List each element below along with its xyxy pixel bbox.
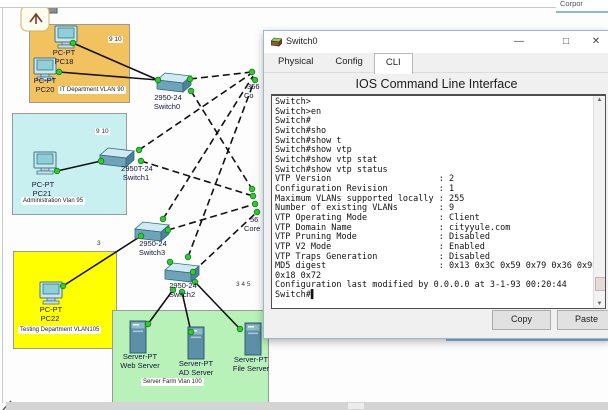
workspace-top-border: [0, 7, 556, 8]
port-label-admin: 9 10: [95, 128, 110, 135]
copy-button[interactable]: Copy: [492, 310, 551, 330]
ad-server-name: AD Server: [178, 368, 214, 377]
window-titlebar[interactable]: Switch0 — □ ✕: [264, 31, 608, 53]
web-server-name: Web Server: [120, 361, 160, 370]
port-label-testing: 3: [96, 240, 102, 247]
maximize-button[interactable]: □: [562, 36, 570, 47]
core-mid-model: 56: [250, 215, 259, 224]
pc21-icon[interactable]: [33, 151, 57, 175]
pc18-icon[interactable]: [54, 25, 78, 49]
trunk-links: [138, 71, 258, 273]
terminal-scrollbar-thumb[interactable]: [595, 277, 605, 291]
switch2-name: Switch2: [168, 290, 196, 299]
file-server-icon[interactable]: [244, 322, 262, 356]
background-window-edge-bottom: [446, 339, 608, 341]
port-label-it: 9 10: [108, 36, 123, 43]
switch1-model: 2950T-24: [121, 164, 153, 173]
switch0-model: 2950-24: [154, 93, 182, 102]
ad-server-model: Server-PT: [178, 359, 214, 368]
pc20-model: PC-PT: [33, 76, 57, 85]
tab-bar: Physical Config CLI: [264, 53, 608, 74]
tab-physical[interactable]: Physical: [278, 56, 314, 67]
terminal-output[interactable]: Switch> Switch>en Switch# Switch#sho Swi…: [275, 97, 598, 301]
tab-config[interactable]: Config: [335, 56, 363, 67]
scroll-down-icon[interactable]: ▼: [596, 301, 603, 307]
background-window-edge-top: [556, 11, 608, 13]
pc22-name: PC22: [40, 314, 60, 323]
switch2-model: 2950-24: [169, 281, 197, 290]
switch1-name: Switch1: [122, 173, 150, 182]
switch3-name: Switch3: [138, 248, 166, 257]
app-top-strip: [0, 0, 608, 8]
workspace-hscrollbar-thumb[interactable]: [348, 403, 364, 409]
pc21-model: PC-PT: [31, 180, 55, 189]
copper-links: [56, 42, 241, 333]
pc21-name: PC21: [32, 189, 52, 198]
pc22-model: PC-PT: [39, 305, 63, 314]
paste-button[interactable]: Paste: [557, 310, 608, 330]
pc22-icon[interactable]: [39, 281, 63, 305]
zone-admin-caption: Administration Vlan 95: [21, 197, 86, 205]
workspace-hscrollbar[interactable]: [6, 402, 608, 410]
pc20-name: PC20: [35, 85, 55, 94]
pc18-name: PC18: [54, 57, 74, 66]
port-label-switch2: 3 4 5: [235, 281, 252, 288]
core-top-name: Co: [244, 91, 254, 100]
switch3-model: 2950-24: [139, 239, 167, 248]
cli-heading: IOS Command Line Interface: [355, 77, 518, 91]
device-window-icon: [271, 37, 282, 47]
web-server-icon[interactable]: [129, 320, 147, 354]
minimize-button[interactable]: —: [514, 36, 524, 47]
zone-serverfarm-caption: Server Farm Vlan 100: [141, 378, 204, 386]
workspace-left-border: [2, 7, 3, 403]
pc18-model: PC-PT: [52, 48, 76, 57]
link-status-dots: [53, 39, 261, 336]
window-title: Switch0: [286, 36, 318, 46]
switch0-window: Switch0 — □ ✕ Physical Config CLI IOS Co…: [263, 30, 608, 339]
switch0-name: Switch0: [153, 102, 181, 111]
core-top-model: 356: [247, 82, 260, 91]
terminal[interactable]: Switch> Switch>en Switch# Switch#sho Swi…: [271, 94, 606, 309]
core-mid-name: Core: [244, 224, 261, 233]
pc20-icon[interactable]: [33, 57, 57, 81]
close-button[interactable]: ✕: [591, 36, 601, 47]
web-server-model: Server-PT: [122, 352, 158, 361]
file-server-model: Server-PT: [233, 355, 269, 364]
file-server-name: File Server: [232, 364, 270, 373]
scroll-up-icon[interactable]: ▲: [596, 97, 603, 103]
zone-testing-caption: Testing Department VLAN105: [18, 326, 102, 334]
zone-it-caption: IT Department VLAN 90: [58, 86, 126, 94]
terminal-scrollbar[interactable]: ▲ ▼: [593, 96, 605, 308]
tab-cli[interactable]: CLI: [373, 53, 413, 74]
app-titlebar-text: Corpor: [560, 0, 583, 8]
switch0-icon[interactable]: [156, 72, 192, 93]
